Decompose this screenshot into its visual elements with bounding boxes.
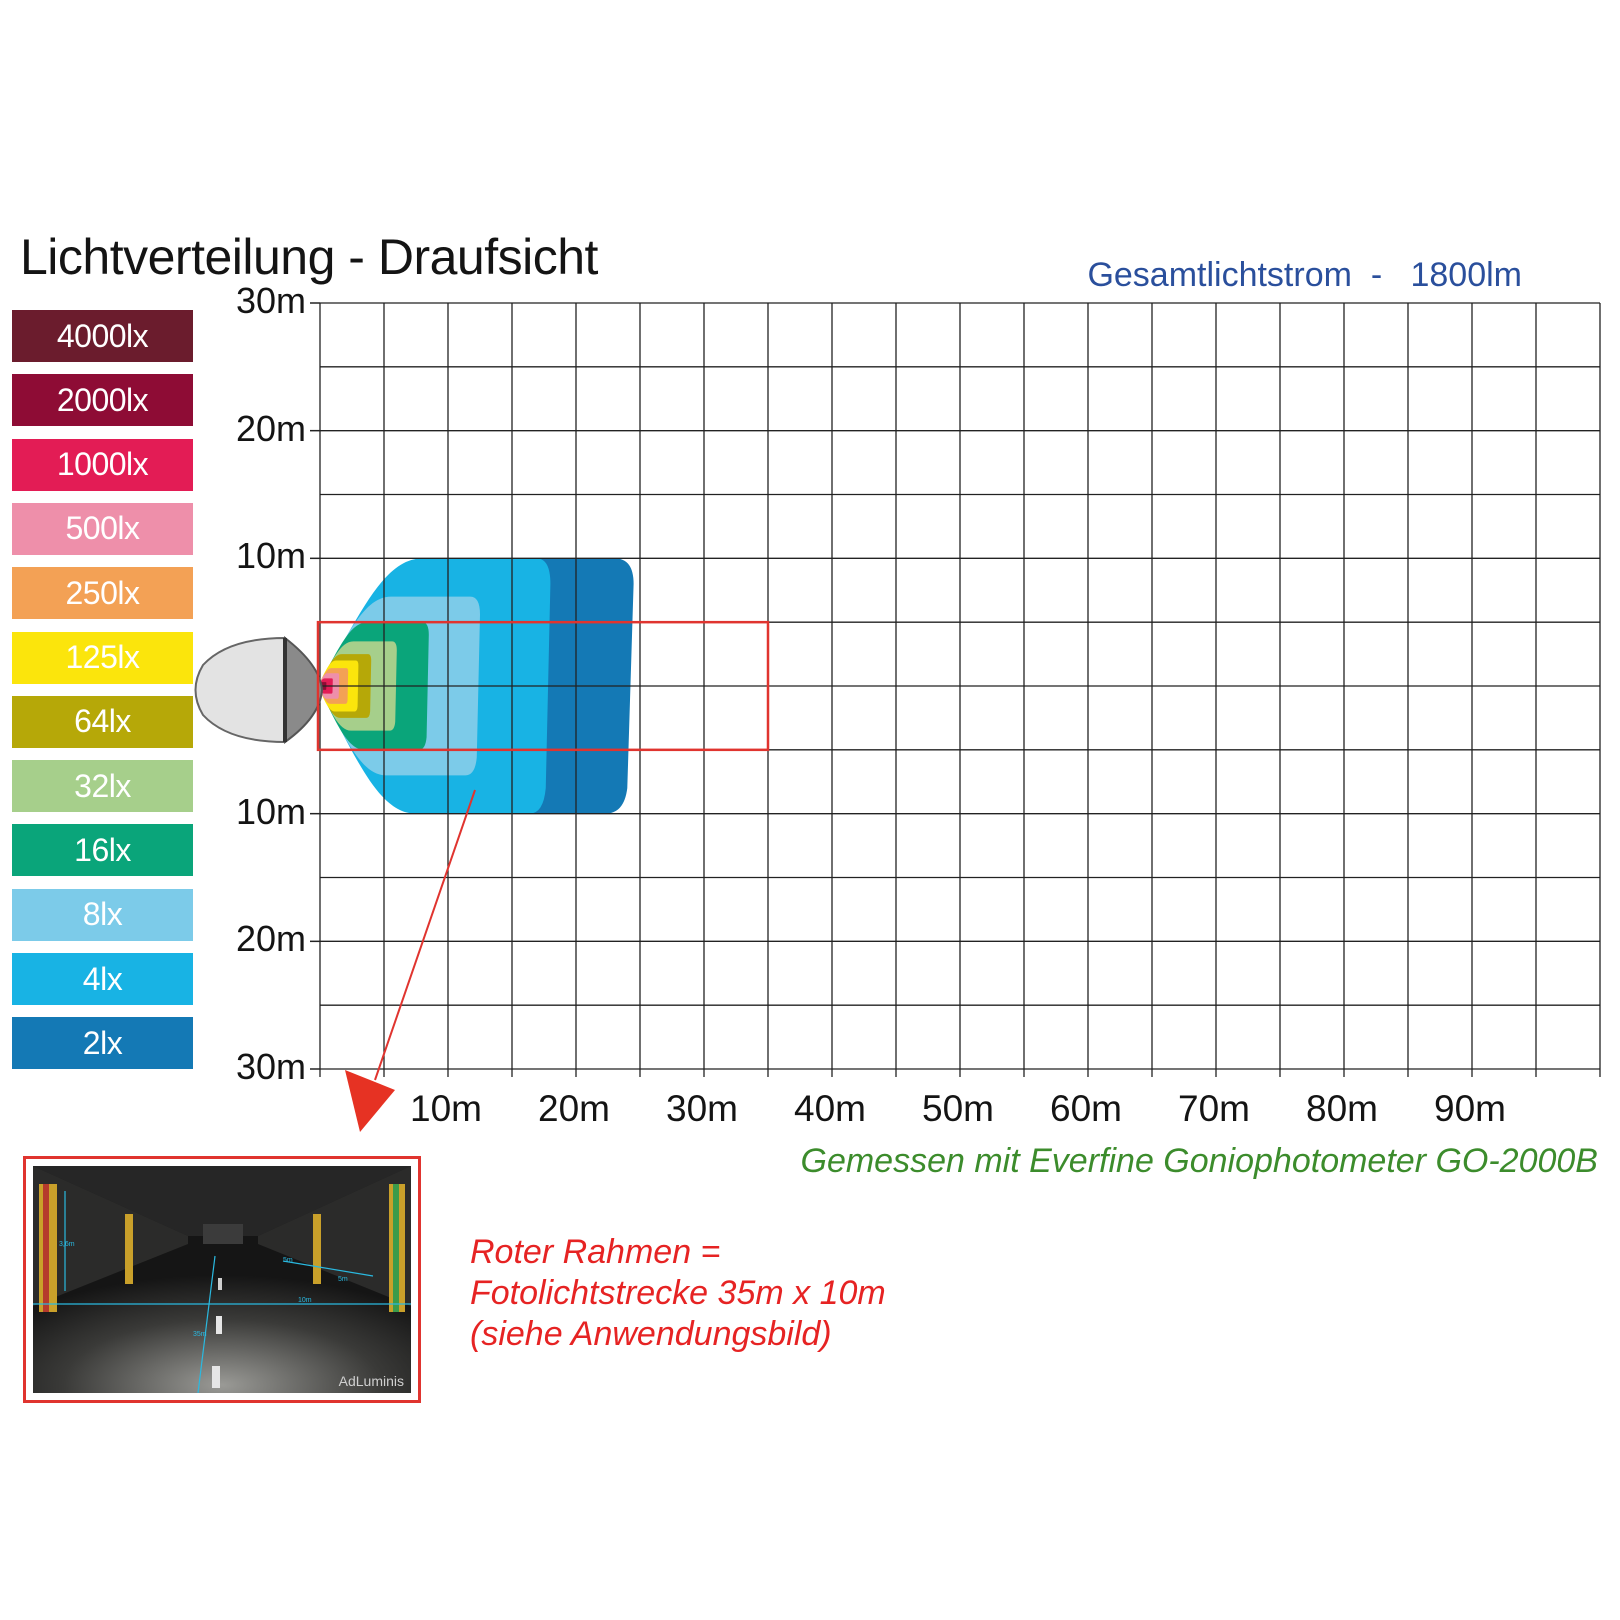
note-line: Roter Rahmen =: [470, 1233, 721, 1271]
legend-item-500lx: 500lx: [12, 502, 193, 555]
legend-item-4lx: 4lx: [12, 953, 193, 1005]
legend-item-250lx: 250lx: [12, 567, 193, 620]
chart-subtitle: Gesamtlichtstrom - 1800lm: [1087, 256, 1522, 294]
measurement-caption: Gemessen mit Everfine Goniophotometer GO…: [800, 1142, 1599, 1180]
y-tick-label: 10m: [235, 790, 306, 832]
x-tick-label: 30m: [666, 1088, 738, 1129]
chart-title: Lichtverteilung - Draufsicht: [20, 229, 598, 285]
application-photo: 3,6m 5m 5m 10m 35m AdLuminis: [23, 1156, 421, 1403]
y-tick-label: 30m: [235, 1046, 306, 1087]
photo-label: 5m: [283, 1257, 293, 1264]
y-tick-label: 20m: [235, 407, 306, 449]
frame-note: Roter Rahmen = Fotolichtstrecke 35m x 10…: [470, 1232, 886, 1355]
legend-item-1000lx: 1000lx: [12, 438, 193, 491]
photo-label: 35m: [193, 1331, 207, 1338]
y-tick-label: 20m: [235, 918, 306, 960]
legend-item-16lx: 16lx: [12, 824, 193, 877]
note-line: Fotolichtstrecke 35m x 10m: [470, 1274, 886, 1312]
photo-brand-logo: AdLuminis: [338, 1373, 404, 1389]
x-tick-label: 20m: [538, 1088, 610, 1129]
legend-item-2lx: 2lx: [12, 1017, 193, 1070]
legend-item-32lx: 32lx: [12, 760, 193, 813]
y-tick-label: 30m: [235, 280, 306, 321]
legend-item-4000lx: 4000lx: [12, 310, 193, 362]
legend-item-2000lx: 2000lx: [12, 374, 193, 427]
chart-grid: [310, 302, 1601, 1077]
legend-item-8lx: 8lx: [12, 888, 193, 941]
photo-label: 5m: [338, 1276, 348, 1283]
y-tick-label: 10m: [235, 535, 306, 577]
x-tick-label: 90m: [1434, 1088, 1506, 1129]
x-tick-label: 40m: [794, 1088, 866, 1129]
arrow-to-photo: [345, 789, 476, 1132]
legend-item-125lx: 125lx: [12, 631, 193, 684]
x-tick-label: 70m: [1178, 1088, 1250, 1129]
photo-label: 3,6m: [59, 1241, 75, 1248]
x-tick-label: 60m: [1050, 1088, 1122, 1129]
note-line: (siehe Anwendungsbild): [470, 1315, 832, 1353]
x-tick-label: 80m: [1306, 1088, 1378, 1129]
x-tick-label: 10m: [410, 1088, 482, 1129]
lamp-icon: [194, 635, 324, 744]
photo-label: 10m: [298, 1297, 312, 1304]
x-tick-label: 50m: [922, 1088, 994, 1129]
legend-item-64lx: 64lx: [12, 695, 193, 748]
photo-frame-highlight: [316, 620, 770, 752]
tunnel-photo-illustration: 3,6m 5m 5m 10m 35m: [33, 1166, 411, 1393]
